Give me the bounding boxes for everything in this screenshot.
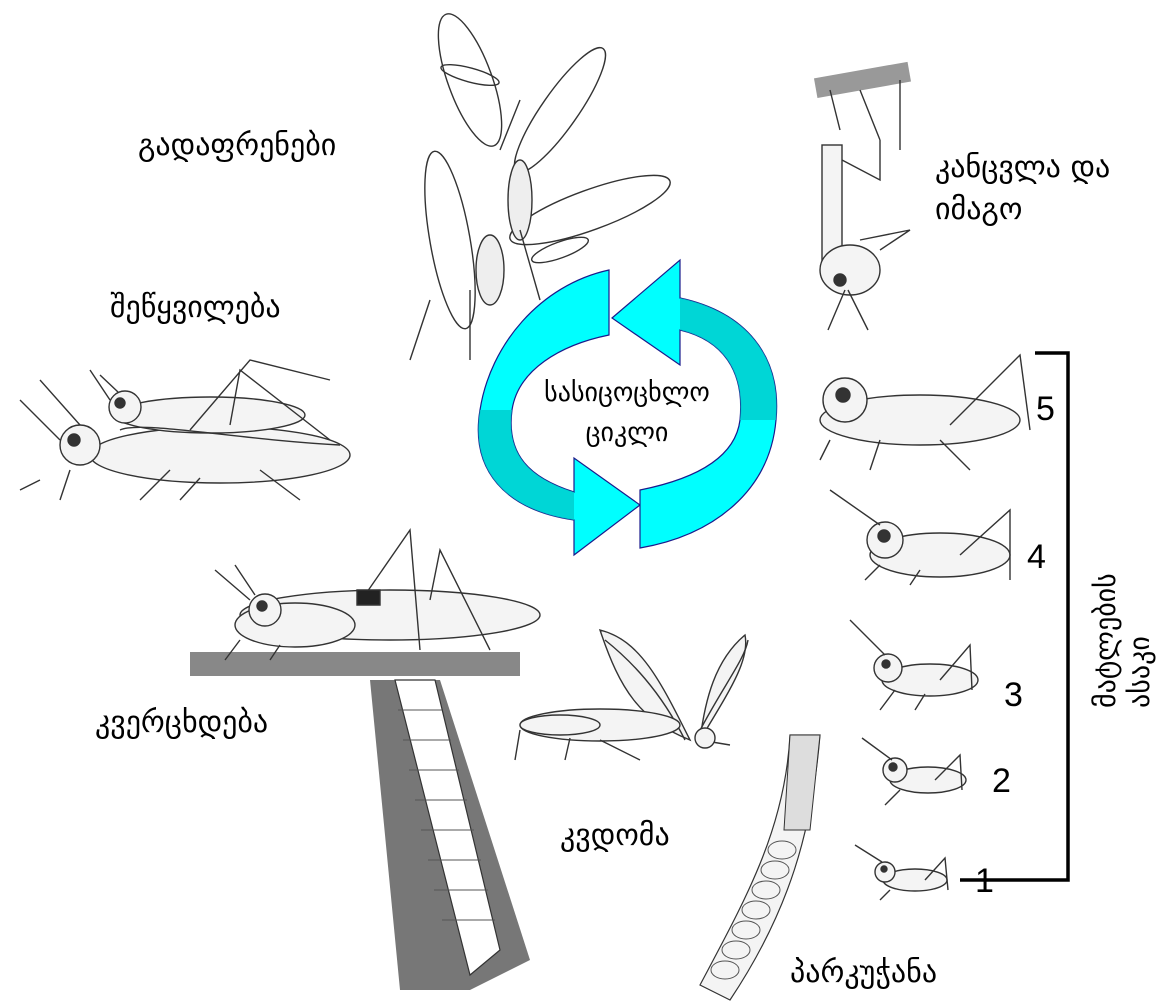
- stage-number-3: 3: [1004, 678, 1023, 712]
- nymph-instar-4: [830, 490, 1010, 585]
- label-oviposition: კვერცხდება: [95, 705, 268, 741]
- nymph-instars-illustration: [820, 355, 1030, 900]
- cycle-title: სასიცოცხლო ციკლი: [497, 373, 757, 453]
- stage-number-2: 2: [992, 764, 1011, 798]
- nymph-stage-label-line1: მატლების: [1090, 573, 1122, 708]
- fledging-locust-illustration: [515, 630, 748, 760]
- label-mating: შეწყვილება: [110, 290, 281, 326]
- stage-number-5: 5: [1036, 392, 1055, 426]
- stage-number-1: 1: [975, 864, 994, 898]
- nymph-stage-label: მატლების ასაკი: [1088, 548, 1173, 708]
- nymph-instar-5: [820, 355, 1030, 470]
- label-fledge: კვდომა: [560, 818, 670, 854]
- nymph-stage-label-line2: ასაკი: [1124, 636, 1156, 708]
- label-molt: კანცვლა და: [935, 150, 1110, 186]
- molting-locust-illustration: [814, 62, 911, 330]
- label-imago: იმაგო: [935, 192, 1022, 228]
- label-flight: გადაფრენები: [138, 128, 336, 164]
- cycle-title-line2: ციკლი: [497, 413, 757, 453]
- oviposition-illustration: [190, 530, 540, 990]
- stage-number-4: 4: [1027, 540, 1046, 574]
- nymph-instar-3: [850, 620, 978, 710]
- nymph-instar-2: [862, 738, 966, 805]
- label-egg-pod: პარკუჭანა: [790, 955, 937, 991]
- nymph-instar-1: [855, 845, 948, 900]
- mating-locusts-illustration: [20, 360, 350, 500]
- cycle-title-line1: სასიცოცხლო: [497, 373, 757, 413]
